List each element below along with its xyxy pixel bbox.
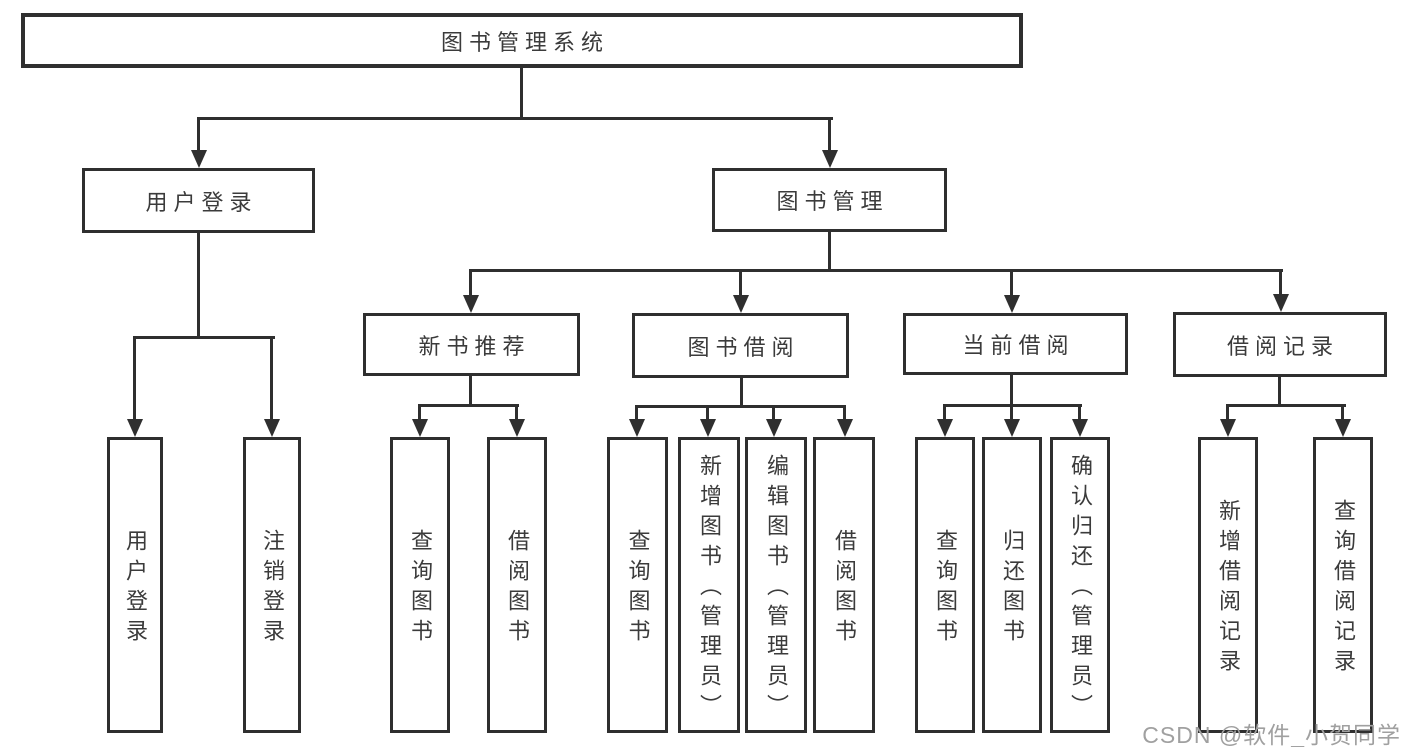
connector-line <box>635 405 846 408</box>
node-label: 借阅图书 <box>505 529 530 649</box>
connector-line <box>1341 404 1344 420</box>
node-leaf-query-books-borrowing: 查询图书 <box>607 437 668 733</box>
node-leaf-return-books: 归还图书 <box>982 437 1042 733</box>
node-label: 新增图书（管理员） <box>697 454 722 724</box>
connector-line <box>197 117 200 152</box>
arrow-down-icon <box>766 419 782 437</box>
node-label: 确认归还（管理员） <box>1068 454 1093 724</box>
arrow-down-icon <box>1004 295 1020 313</box>
node-label: 查询借阅记录 <box>1331 499 1356 679</box>
connector-line <box>520 68 523 118</box>
arrow-down-icon <box>1335 419 1351 437</box>
node-label: 归还图书 <box>1000 529 1025 649</box>
node-label: 新增借阅记录 <box>1216 499 1241 679</box>
node-label: 图书借阅 <box>687 334 800 360</box>
connector-line <box>469 269 472 296</box>
arrow-down-icon <box>191 150 207 168</box>
node-leaf-user-login: 用户登录 <box>107 437 163 733</box>
node-current-borrowing: 当前借阅 <box>903 313 1128 375</box>
node-label: 查询图书 <box>625 529 651 649</box>
node-label: 图书管理 <box>776 189 889 214</box>
connector-line <box>828 232 831 272</box>
arrow-down-icon <box>412 419 428 437</box>
connector-line <box>1010 404 1013 420</box>
node-leaf-logout: 注销登录 <box>243 437 301 733</box>
node-leaf-query-borrow-record: 查询借阅记录 <box>1313 437 1373 733</box>
connector-line <box>197 233 200 337</box>
connector-line <box>418 404 519 407</box>
node-leaf-add-books-admin: 新增图书（管理员） <box>678 437 740 733</box>
connector-line <box>1279 269 1282 296</box>
node-leaf-borrow-books-recommend: 借阅图书 <box>487 437 547 733</box>
csdn-watermark: CSDN @软件_小贺同学 <box>1142 722 1401 747</box>
connector-line <box>772 405 775 420</box>
connector-line <box>1010 375 1013 407</box>
node-leaf-query-books-current: 查询图书 <box>915 437 975 733</box>
node-borrowing-records: 借阅记录 <box>1173 312 1387 377</box>
node-new-book-recommend: 新书推荐 <box>363 313 580 376</box>
node-label: 用户登录 <box>123 529 148 649</box>
node-label: 查询图书 <box>408 529 433 649</box>
node-leaf-add-borrow-record: 新增借阅记录 <box>1198 437 1258 733</box>
arrow-down-icon <box>1004 419 1020 437</box>
arrow-down-icon <box>822 150 838 168</box>
node-label: 注销登录 <box>260 529 285 649</box>
arrow-down-icon <box>509 419 525 437</box>
connector-line <box>739 269 742 296</box>
node-label: 借阅图书 <box>832 529 857 649</box>
node-leaf-borrow-books: 借阅图书 <box>813 437 875 733</box>
connector-line <box>1226 404 1229 420</box>
connector-line <box>1278 377 1281 407</box>
arrow-down-icon <box>1273 294 1289 312</box>
connector-line <box>270 336 273 420</box>
node-book-management: 图书管理 <box>712 168 947 232</box>
node-root-library-management-system: 图书管理系统 <box>21 13 1023 68</box>
arrow-down-icon <box>629 419 645 437</box>
node-label: 编辑图书（管理员） <box>764 454 789 724</box>
connector-line <box>828 117 831 152</box>
connector-line <box>1226 404 1346 407</box>
node-label: 新书推荐 <box>418 333 531 359</box>
connector-line <box>469 376 472 407</box>
arrow-down-icon <box>700 419 716 437</box>
connector-line <box>469 269 1283 272</box>
arrow-down-icon <box>127 419 143 437</box>
arrow-down-icon <box>1072 419 1088 437</box>
node-label: 图书管理系统 <box>440 29 609 55</box>
connector-line <box>197 117 833 120</box>
node-leaf-confirm-return-admin: 确认归还（管理员） <box>1050 437 1110 733</box>
node-user-login: 用户登录 <box>82 168 315 233</box>
node-label: 借阅记录 <box>1226 333 1339 359</box>
connector-line <box>1078 404 1081 420</box>
connector-line <box>843 405 846 420</box>
connector-line <box>635 405 638 420</box>
arrow-down-icon <box>264 419 280 437</box>
node-leaf-edit-books-admin: 编辑图书（管理员） <box>745 437 807 733</box>
connector-line <box>740 378 743 408</box>
connector-line <box>133 336 136 420</box>
arrow-down-icon <box>733 295 749 313</box>
connector-line <box>706 405 709 420</box>
node-book-borrowing: 图书借阅 <box>632 313 849 378</box>
connector-line <box>943 404 946 420</box>
arrow-down-icon <box>937 419 953 437</box>
node-label: 查询图书 <box>933 529 958 649</box>
connector-line <box>1010 269 1013 296</box>
connector-line <box>418 404 421 420</box>
node-label: 当前借阅 <box>962 333 1075 358</box>
arrow-down-icon <box>463 295 479 313</box>
connector-line <box>133 336 275 339</box>
node-leaf-query-books-recommend: 查询图书 <box>390 437 450 733</box>
node-label: 用户登录 <box>145 189 258 215</box>
connector-line <box>515 404 518 420</box>
arrow-down-icon <box>837 419 853 437</box>
arrow-down-icon <box>1220 419 1236 437</box>
